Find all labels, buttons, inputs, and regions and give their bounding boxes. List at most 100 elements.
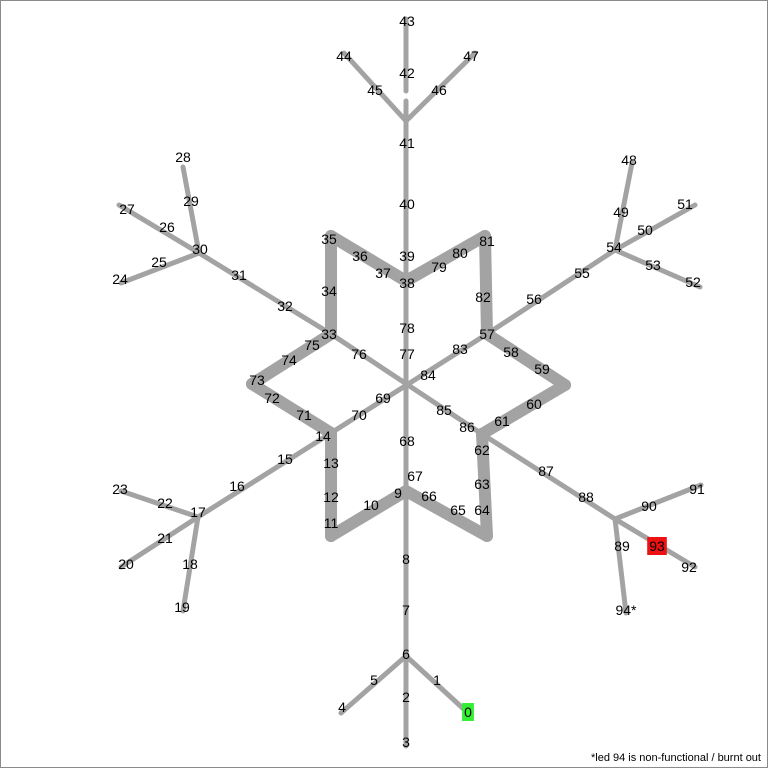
led-85[interactable]: 85 — [436, 402, 452, 418]
led-92[interactable]: 92 — [681, 559, 697, 575]
led-53[interactable]: 53 — [645, 257, 661, 273]
led-70[interactable]: 70 — [351, 407, 367, 423]
led-strand-segment — [479, 431, 618, 522]
led-55[interactable]: 55 — [574, 265, 590, 281]
led-3[interactable]: 3 — [402, 734, 410, 750]
led-39[interactable]: 39 — [399, 248, 415, 264]
led-0[interactable]: 0 — [462, 703, 474, 721]
led-73[interactable]: 73 — [249, 372, 265, 388]
led-6[interactable]: 6 — [402, 646, 410, 662]
led-77[interactable]: 77 — [399, 346, 415, 362]
led-23[interactable]: 23 — [112, 481, 128, 497]
led-24[interactable]: 24 — [112, 271, 128, 287]
led-label: 0 — [464, 704, 472, 720]
led-88[interactable]: 88 — [578, 489, 594, 505]
led-label: 82 — [475, 289, 491, 305]
led-84[interactable]: 84 — [420, 367, 436, 383]
led-56[interactable]: 56 — [526, 291, 542, 307]
led-64[interactable]: 64 — [474, 502, 490, 518]
led-9[interactable]: 9 — [394, 485, 402, 501]
led-35[interactable]: 35 — [321, 231, 337, 247]
led-15[interactable]: 15 — [277, 451, 293, 467]
led-42[interactable]: 42 — [399, 65, 415, 81]
led-7[interactable]: 7 — [402, 602, 410, 618]
led-86[interactable]: 86 — [459, 419, 475, 435]
led-91[interactable]: 91 — [689, 481, 705, 497]
led-25[interactable]: 25 — [151, 254, 167, 270]
led-46[interactable]: 46 — [431, 82, 447, 98]
led-44[interactable]: 44 — [336, 48, 352, 64]
led-68[interactable]: 68 — [399, 433, 415, 449]
led-40[interactable]: 40 — [399, 196, 415, 212]
led-31[interactable]: 31 — [231, 267, 247, 283]
led-65[interactable]: 65 — [450, 502, 466, 518]
led-21[interactable]: 21 — [157, 530, 173, 546]
led-80[interactable]: 80 — [452, 245, 468, 261]
led-51[interactable]: 51 — [677, 196, 693, 212]
led-72[interactable]: 72 — [264, 390, 280, 406]
led-16[interactable]: 16 — [229, 478, 245, 494]
led-62[interactable]: 62 — [474, 442, 490, 458]
led-89[interactable]: 89 — [614, 538, 630, 554]
led-29[interactable]: 29 — [183, 193, 199, 209]
led-74[interactable]: 74 — [281, 352, 297, 368]
led-13[interactable]: 13 — [323, 455, 339, 471]
led-94[interactable]: 94* — [615, 602, 637, 618]
led-83[interactable]: 83 — [452, 341, 468, 357]
led-17[interactable]: 17 — [190, 504, 206, 520]
led-45[interactable]: 45 — [367, 82, 383, 98]
led-69[interactable]: 69 — [375, 390, 391, 406]
led-18[interactable]: 18 — [182, 556, 198, 572]
led-8[interactable]: 8 — [402, 551, 410, 567]
led-82[interactable]: 82 — [475, 289, 491, 305]
led-61[interactable]: 61 — [494, 413, 510, 429]
led-38[interactable]: 38 — [399, 275, 415, 291]
led-58[interactable]: 58 — [503, 344, 519, 360]
led-37[interactable]: 37 — [375, 265, 391, 281]
led-27[interactable]: 27 — [119, 201, 135, 217]
led-59[interactable]: 59 — [534, 361, 550, 377]
led-52[interactable]: 52 — [685, 274, 701, 290]
led-label: 29 — [183, 193, 199, 209]
led-12[interactable]: 12 — [323, 489, 339, 505]
led-87[interactable]: 87 — [538, 463, 554, 479]
led-28[interactable]: 28 — [175, 149, 191, 165]
led-22[interactable]: 22 — [157, 495, 173, 511]
led-11[interactable]: 11 — [324, 515, 339, 531]
led-33[interactable]: 33 — [321, 326, 337, 342]
led-60[interactable]: 60 — [526, 396, 542, 412]
led-19[interactable]: 19 — [174, 599, 190, 615]
led-93[interactable]: 93 — [647, 537, 667, 555]
led-10[interactable]: 10 — [363, 497, 379, 513]
led-76[interactable]: 76 — [351, 346, 367, 362]
led-81[interactable]: 81 — [479, 233, 495, 249]
led-26[interactable]: 26 — [159, 219, 175, 235]
led-4[interactable]: 4 — [338, 699, 346, 715]
led-49[interactable]: 49 — [613, 204, 629, 220]
led-54[interactable]: 54 — [606, 239, 622, 255]
led-1[interactable]: 1 — [433, 672, 441, 688]
led-57[interactable]: 57 — [479, 326, 495, 342]
led-43[interactable]: 43 — [399, 13, 415, 29]
led-41[interactable]: 41 — [399, 135, 415, 151]
led-label: 75 — [304, 337, 320, 353]
led-2[interactable]: 2 — [402, 689, 410, 705]
led-63[interactable]: 63 — [474, 476, 490, 492]
led-66[interactable]: 66 — [421, 488, 437, 504]
led-71[interactable]: 71 — [296, 407, 312, 423]
led-47[interactable]: 47 — [463, 48, 479, 64]
led-50[interactable]: 50 — [637, 222, 653, 238]
led-5[interactable]: 5 — [370, 672, 378, 688]
led-34[interactable]: 34 — [321, 283, 337, 299]
led-36[interactable]: 36 — [352, 248, 368, 264]
led-79[interactable]: 79 — [431, 259, 447, 275]
led-67[interactable]: 67 — [407, 468, 423, 484]
led-32[interactable]: 32 — [277, 298, 293, 314]
led-20[interactable]: 20 — [118, 556, 134, 572]
led-48[interactable]: 48 — [621, 152, 637, 168]
led-90[interactable]: 90 — [641, 498, 657, 514]
led-30[interactable]: 30 — [192, 241, 208, 257]
led-75[interactable]: 75 — [304, 337, 320, 353]
led-14[interactable]: 14 — [315, 428, 331, 444]
led-78[interactable]: 78 — [399, 320, 415, 336]
